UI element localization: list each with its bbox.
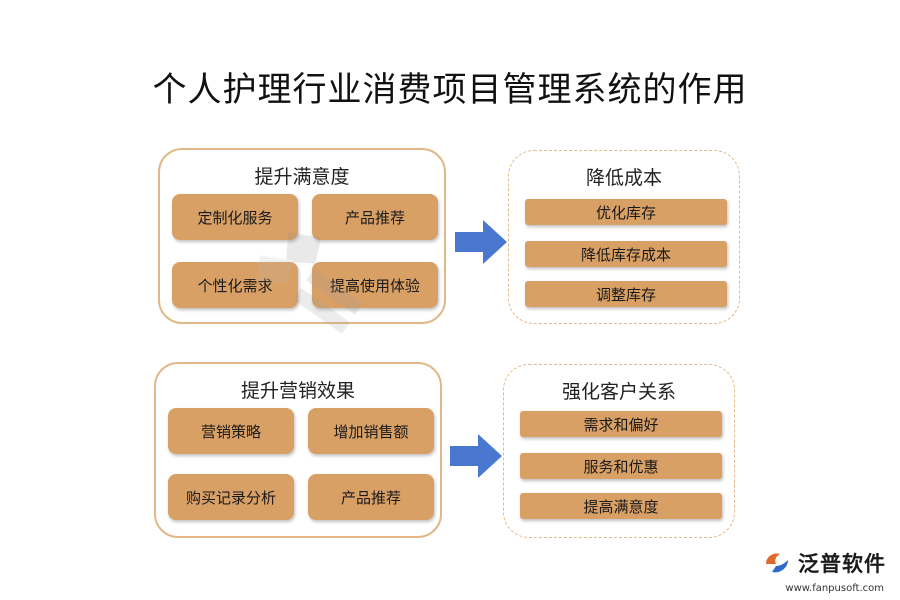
relation-item-2: 提高满意度 — [520, 493, 722, 519]
arrow-right-icon — [450, 434, 502, 478]
brand-logo-icon — [766, 553, 788, 573]
relation-panel-title: 强化客户关系 — [561, 381, 676, 403]
brand-logo: 泛普软件 — [762, 548, 886, 578]
marketing-panel: 提升营销效果 营销策略 增加销售额 购买记录分析 产品推荐 — [154, 362, 442, 538]
relation-item-0: 需求和偏好 — [520, 411, 722, 437]
brand-name: 泛普软件 — [798, 552, 886, 576]
arrow-right-icon — [455, 220, 507, 264]
cost-item-1: 降低库存成本 — [525, 241, 727, 267]
cost-item-2: 调整库存 — [525, 281, 727, 307]
satisfaction-item-0: 定制化服务 — [172, 194, 298, 240]
marketing-panel-title: 提升营销效果 — [240, 380, 355, 402]
satisfaction-item-2: 个性化需求 — [172, 262, 298, 308]
satisfaction-panel: 提升满意度 定制化服务 产品推荐 个性化需求 提高使用体验 — [158, 148, 446, 324]
satisfaction-panel-title: 提升满意度 — [254, 166, 350, 188]
relation-item-1: 服务和优惠 — [520, 453, 722, 479]
marketing-item-1: 增加销售额 — [308, 408, 434, 454]
marketing-item-2: 购买记录分析 — [168, 474, 294, 520]
cost-panel: 降低成本 优化库存 降低库存成本 调整库存 — [508, 150, 740, 324]
marketing-item-3: 产品推荐 — [308, 474, 434, 520]
satisfaction-item-1: 产品推荐 — [312, 194, 438, 240]
cost-panel-title: 降低成本 — [585, 167, 662, 189]
satisfaction-item-3: 提高使用体验 — [312, 262, 438, 308]
relation-panel: 强化客户关系 需求和偏好 服务和优惠 提高满意度 — [503, 364, 735, 538]
marketing-item-0: 营销策略 — [168, 408, 294, 454]
page-title: 个人护理行业消费项目管理系统的作用 — [152, 70, 748, 110]
brand-url: www.fanpusoft.com — [785, 583, 884, 594]
watermark-logo-icon — [256, 232, 364, 334]
cost-item-0: 优化库存 — [525, 199, 727, 225]
